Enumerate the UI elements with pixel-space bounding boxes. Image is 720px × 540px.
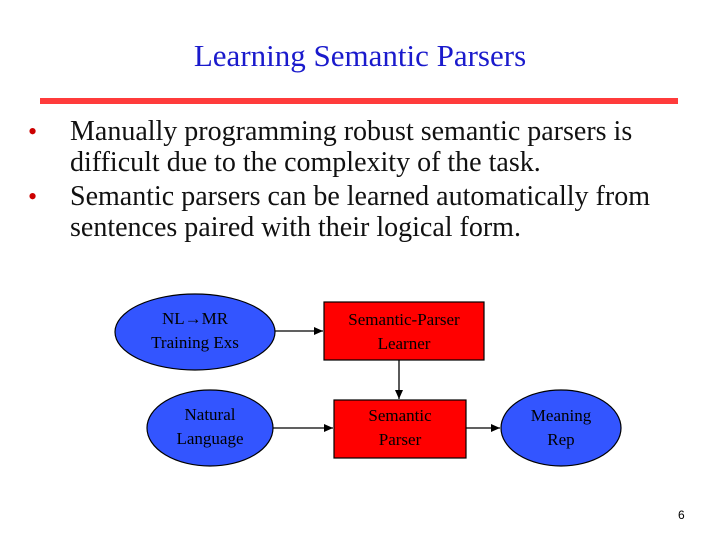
bullet-item: • Semantic parsers can be learned automa… — [28, 181, 708, 243]
training-exs-label: NL→MR Training Exs — [115, 307, 275, 355]
bullet-marker: • — [28, 182, 38, 211]
meaning-rep-line2: Rep — [547, 430, 575, 449]
meaning-rep-ellipse — [500, 389, 622, 467]
bullet-marker: • — [28, 117, 38, 146]
learner-line1: Semantic-Parser — [348, 310, 460, 329]
slide-title: Learning Semantic Parsers — [193, 38, 527, 73]
meaning-rep-label: Meaning Rep — [501, 404, 621, 452]
learner-line2: Learner — [377, 334, 431, 353]
page-number: 6 — [678, 508, 685, 522]
training-exs-line1: NL→MR — [161, 309, 229, 328]
learner-box — [323, 301, 485, 361]
training-exs-line2: Training Exs — [151, 333, 239, 352]
parser-line1: Semantic — [368, 406, 432, 425]
bullet-item: • Manually programming robust semantic p… — [28, 116, 708, 178]
natural-language-line1: Natural — [184, 405, 236, 424]
parser-line2: Parser — [378, 430, 422, 449]
parser-box — [333, 399, 467, 459]
natural-language-label: Natural Language — [147, 403, 273, 451]
bullet-text: Manually programming robust semantic par… — [70, 116, 633, 178]
bullet-list: • Manually programming robust semantic p… — [28, 116, 708, 246]
meaning-rep-line1: Meaning — [530, 406, 592, 425]
natural-language-line2: Language — [176, 429, 244, 448]
title-rule — [40, 98, 678, 104]
training-exs-ellipse — [114, 293, 276, 371]
bullet-text: Semantic parsers can be learned automati… — [70, 181, 650, 243]
parser-label: Semantic Parser — [334, 404, 466, 452]
learner-label: Semantic-Parser Learner — [324, 308, 484, 356]
